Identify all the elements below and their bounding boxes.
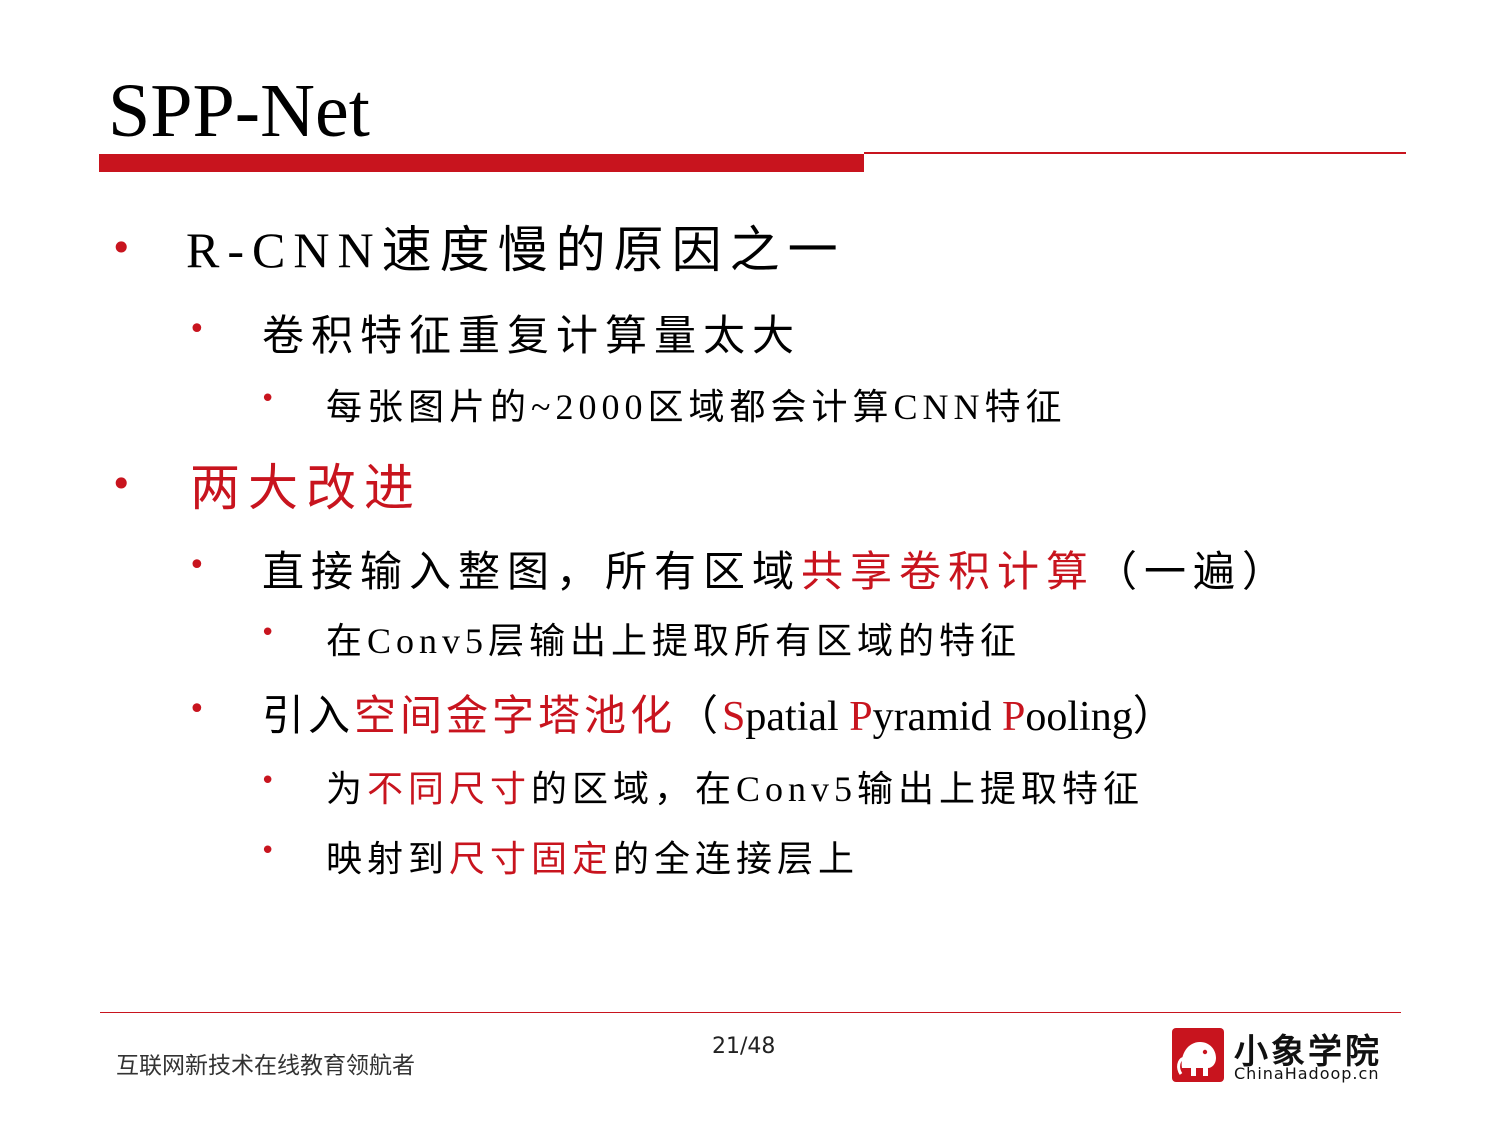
- text-plain: 映射到: [326, 839, 450, 879]
- title-rule-thick: [99, 154, 864, 172]
- bullet-text: 为不同尺寸的区域，在Conv5输出上提取特征: [326, 760, 1144, 812]
- footer-slogan: 互联网新技术在线教育领航者: [116, 1053, 415, 1079]
- elephant-logo-icon: [1172, 1028, 1224, 1082]
- text-plain: patial: [745, 694, 850, 740]
- text-plain: 直接输入整图，所有区域: [262, 550, 802, 596]
- text-highlight: 空间金字塔池化: [354, 694, 677, 740]
- text-plain: （: [676, 694, 723, 740]
- bullet-dot: •: [260, 618, 276, 648]
- bullet-dot: •: [188, 548, 206, 583]
- text-highlight: 不同尺寸: [367, 769, 532, 809]
- text-plain: ）: [1132, 694, 1179, 740]
- text-initial: P: [849, 694, 873, 740]
- text-highlight: 共享卷积计算: [801, 550, 1096, 596]
- text-plain: 的全连接层上: [613, 839, 860, 879]
- title-rule-thin: [864, 152, 1406, 154]
- logo-text-en: ChinaHadoop.cn: [1234, 1064, 1380, 1083]
- bullet-text: 卷积特征重复计算量太大: [262, 314, 802, 360]
- text-highlight: 尺寸固定: [449, 839, 614, 879]
- text-plain: （一遍）: [1095, 550, 1292, 596]
- bullet-dot: •: [260, 766, 276, 796]
- bullet-dot: •: [260, 384, 276, 414]
- brand-logo: 小象学院 ChinaHadoop.cn: [1170, 1028, 1390, 1084]
- page-number: 21/48: [712, 1034, 776, 1059]
- text-initial: P: [1002, 694, 1026, 740]
- text-plain: 的区域，在Conv5输出上提取特征: [531, 769, 1145, 809]
- bullet-text: R-CNN速度慢的原因之一: [186, 222, 846, 278]
- text-plain: 引入: [262, 694, 355, 740]
- bullet-text: 直接输入整图，所有区域共享卷积计算（一遍）: [262, 538, 1291, 599]
- bullet-text: 两大改进: [190, 460, 422, 516]
- bullet-text: 每张图片的~2000区域都会计算CNN特征: [326, 387, 1067, 427]
- footer-rule: [100, 1012, 1401, 1013]
- bullet-dot: •: [188, 692, 206, 727]
- bullet-text: 引入空间金字塔池化（Spatial Pyramid Pooling）: [262, 682, 1179, 743]
- bullet-text: 映射到尺寸固定的全连接层上: [326, 830, 859, 882]
- bullet-dot: •: [260, 836, 276, 866]
- bullet-dot: •: [188, 312, 206, 347]
- text-plain: yramid: [872, 694, 1003, 740]
- logo-text-cn: 小象学院: [1234, 1032, 1382, 1072]
- text-plain: 为: [326, 769, 368, 809]
- text-initial: S: [722, 694, 746, 740]
- slide-title: SPP-Net: [108, 69, 370, 153]
- text-plain: ooling: [1025, 694, 1133, 740]
- bullet-dot: •: [110, 462, 133, 506]
- bullet-dot: •: [110, 226, 133, 270]
- bullet-text: 在Conv5层输出上提取所有区域的特征: [326, 621, 1022, 661]
